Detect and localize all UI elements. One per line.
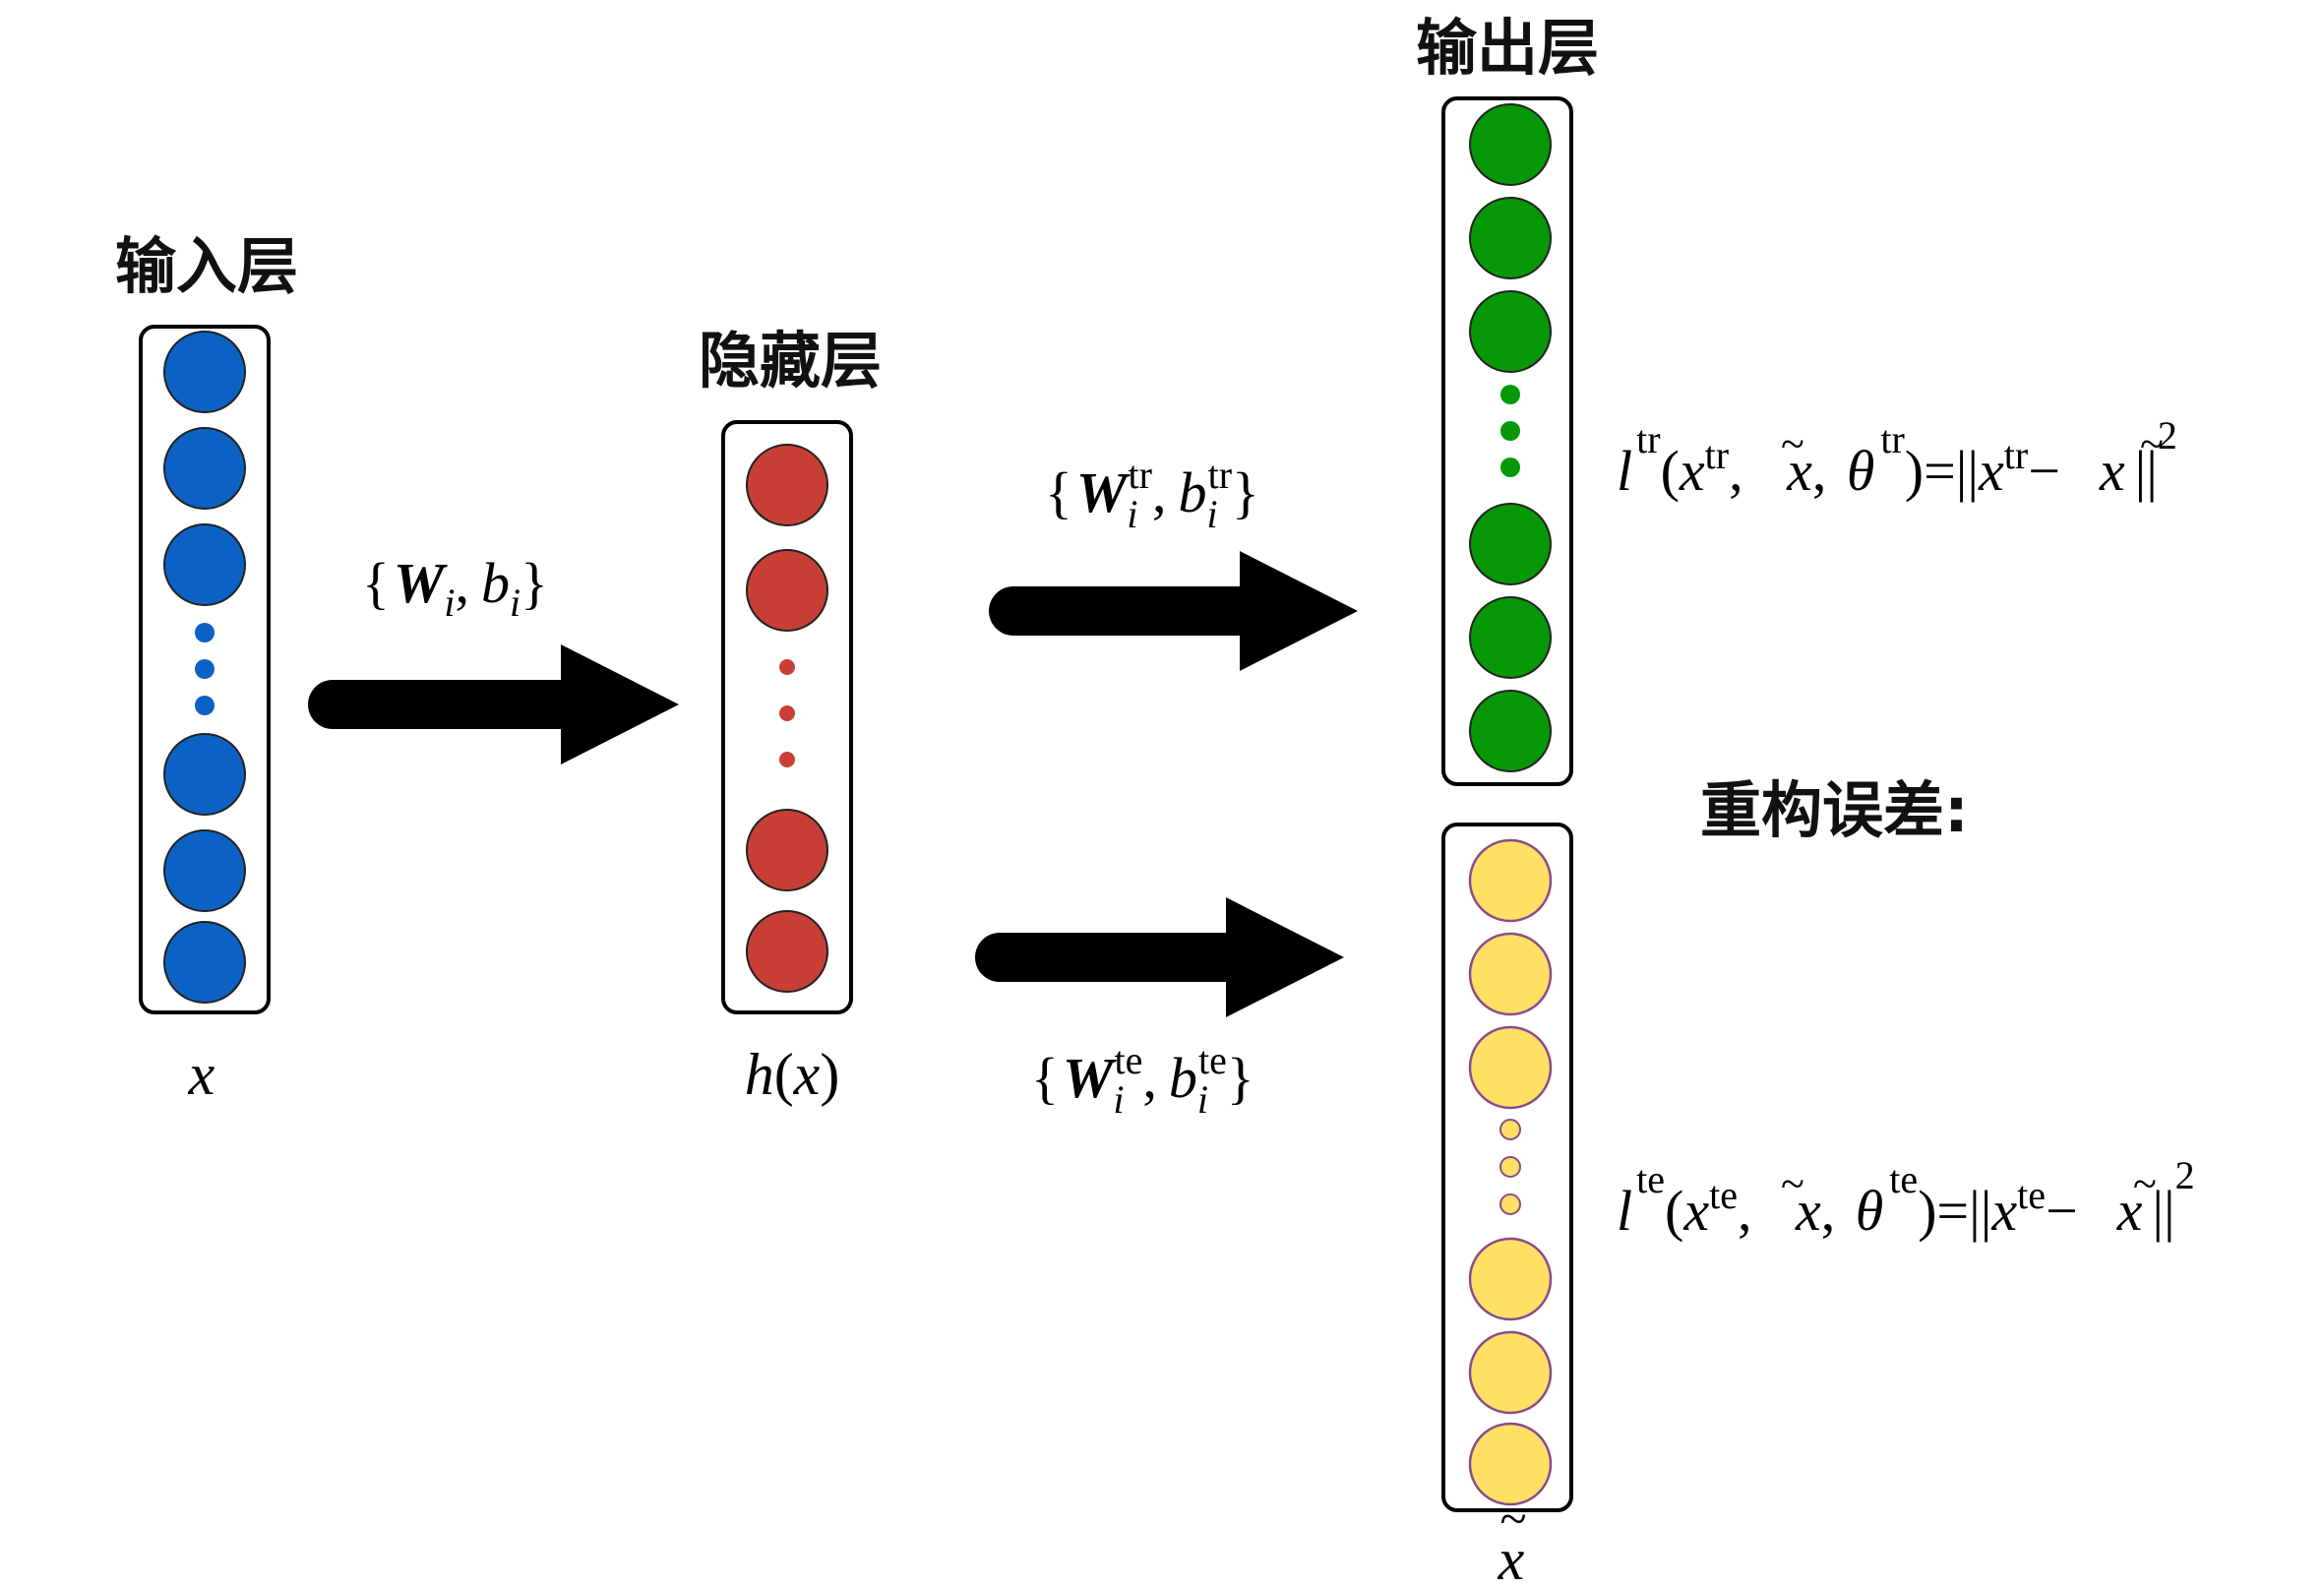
output-te-neuron [1468,1025,1553,1110]
decoder-tr-arrow [989,551,1358,671]
input-layer-title: 输入层 [115,230,298,302]
hidden-layer-box [721,420,853,1014]
hidden-neuron [746,444,828,526]
input-neuron [163,829,246,912]
output-te-neuron [1468,932,1553,1016]
output-te-ellipsis-dot [1499,1119,1521,1140]
output-tr-neuron [1469,290,1552,373]
hidden-neuron [746,809,828,891]
input-ellipsis-dot [195,623,214,642]
output-te-ellipsis-dot [1499,1156,1521,1178]
svg-text:~: ~ [2140,420,2164,468]
decoder-te-arrow [975,897,1344,1017]
decoder-tr-weights-label: {Witr,bitr} [1045,453,1259,536]
hidden-neuron [746,910,828,993]
encoder-weights-label: {Wi,bi} [362,551,548,625]
svg-text:~: ~ [1499,1491,1526,1546]
input-neurons [163,331,246,1004]
output-tr-neuron [1469,503,1552,585]
output-layer-title: 输出层 [1416,12,1599,84]
svg-text:ltr(xtr, x, θtr)=||xtr−x||2: ltr(xtr, x, θtr)=||xtr−x||2 [1617,413,2177,503]
input-neuron [163,733,246,816]
svg-text:~: ~ [1781,1160,1804,1208]
output-tr-neuron [1469,690,1552,772]
output-te-neuron [1468,838,1553,923]
hidden-neurons [746,444,828,993]
svg-text:~: ~ [2133,1160,2157,1208]
output-te-ellipsis-dot [1499,1193,1521,1215]
output-te-layer-box [1441,823,1573,1512]
output-tr-neuron [1469,197,1552,279]
output-te-neuron [1468,1237,1553,1321]
svg-text:x: x [1498,1527,1525,1588]
output-te-neurons [1468,838,1553,1506]
input-layer-label: x [188,1042,215,1107]
input-ellipsis-dot [195,696,214,715]
output-tr-neuron [1469,596,1552,679]
svg-text:lte(xte, x, θte)=||xte−x||2: lte(xte, x, θte)=||xte−x||2 [1617,1153,2195,1243]
input-ellipsis-dot [195,659,214,679]
input-neuron [163,921,246,1004]
hidden-ellipsis-dot [779,752,795,767]
input-neuron [163,331,246,413]
input-layer-box [139,325,271,1014]
input-neuron [163,523,246,606]
reconstruction-error-title: 重构误差: [1700,774,1969,846]
input-neuron [163,427,246,510]
hidden-ellipsis-dot [779,659,795,675]
output-tr-neuron [1469,103,1552,186]
output-tr-layer-box [1441,96,1573,786]
output-tr-ellipsis-dot [1500,458,1520,477]
hidden-layer-label: h(x) [745,1042,840,1107]
svg-text:~: ~ [1781,420,1804,468]
output-te-neuron [1468,1422,1553,1506]
output-tr-ellipsis-dot [1500,421,1520,441]
hidden-layer-title: 隐藏层 [699,325,882,397]
hidden-neuron [746,549,828,632]
hidden-ellipsis-dot [779,705,795,721]
output-layer-label: ~ x [1498,1491,1527,1588]
output-tr-neurons [1469,103,1552,772]
output-tr-ellipsis-dot [1500,385,1520,404]
decoder-te-weights-label: {Wite,bite} [1031,1038,1254,1122]
output-te-neuron [1468,1330,1553,1415]
encoder-arrow [308,644,679,764]
